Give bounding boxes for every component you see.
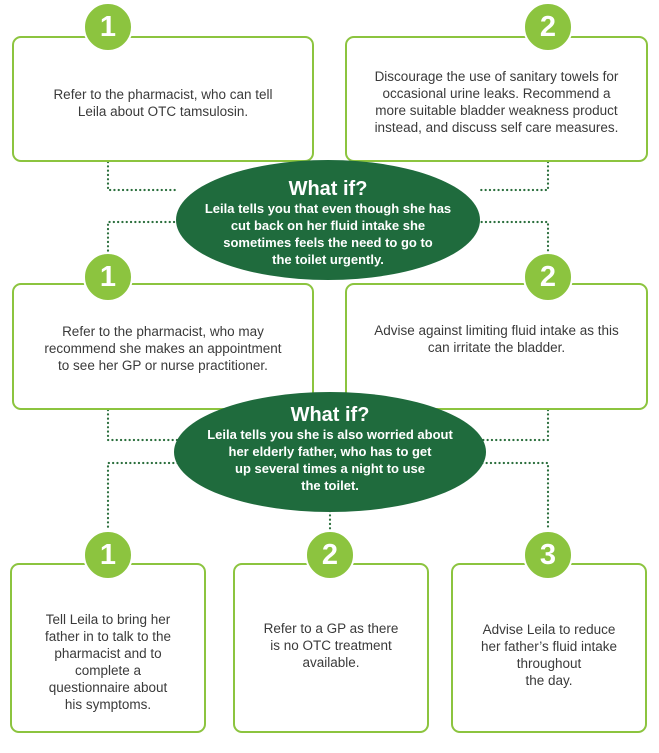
connector-tier1-option1 bbox=[106, 160, 180, 192]
what-if-text: Leila tells you that even though she has… bbox=[204, 201, 452, 267]
number-badge: 2 bbox=[523, 252, 573, 302]
option-card-tier3-1: Tell Leila to bring her father in to tal… bbox=[10, 563, 206, 733]
number-badge: 2 bbox=[523, 2, 573, 52]
what-if-oval-1: What if? Leila tells you that even thoug… bbox=[176, 160, 480, 280]
option-card-tier2-2: Advise against limiting fluid intake as … bbox=[345, 283, 648, 410]
what-if-title: What if? bbox=[290, 404, 370, 426]
option-text: Advise Leila to reduce her father’s flui… bbox=[480, 622, 618, 688]
option-card-tier2-1: Refer to the pharmacist, who may recomme… bbox=[12, 283, 314, 410]
connector-tier1-option2 bbox=[476, 160, 550, 192]
option-card-tier1-1: Refer to the pharmacist, who can tell Le… bbox=[12, 36, 314, 162]
number-badge: 1 bbox=[83, 530, 133, 580]
connector-tier2-option1 bbox=[106, 408, 180, 442]
number-badge: 1 bbox=[83, 2, 133, 52]
number-badge: 3 bbox=[523, 530, 573, 580]
connector-tier2-option2 bbox=[476, 408, 550, 442]
number-badge: 2 bbox=[305, 530, 355, 580]
what-if-text: Leila tells you she is also worried abou… bbox=[207, 427, 453, 493]
option-text: Tell Leila to bring her father in to tal… bbox=[44, 612, 172, 712]
option-card-tier1-2: Discourage the use of sanitary towels fo… bbox=[345, 36, 648, 162]
number-badge: 1 bbox=[83, 252, 133, 302]
option-card-tier3-3: Advise Leila to reduce her father’s flui… bbox=[451, 563, 647, 733]
what-if-title: What if? bbox=[288, 178, 368, 200]
option-text: Refer to the pharmacist, who may recomme… bbox=[44, 324, 282, 373]
option-card-tier3-2: Refer to a GP as there is no OTC treatme… bbox=[233, 563, 429, 733]
option-text: Refer to a GP as there is no OTC treatme… bbox=[263, 621, 399, 670]
option-text: Discourage the use of sanitary towels fo… bbox=[374, 69, 619, 135]
what-if-oval-2: What if? Leila tells you she is also wor… bbox=[174, 392, 486, 512]
option-text: Advise against limiting fluid intake as … bbox=[374, 323, 619, 355]
option-text: Refer to the pharmacist, who can tell Le… bbox=[53, 87, 273, 119]
